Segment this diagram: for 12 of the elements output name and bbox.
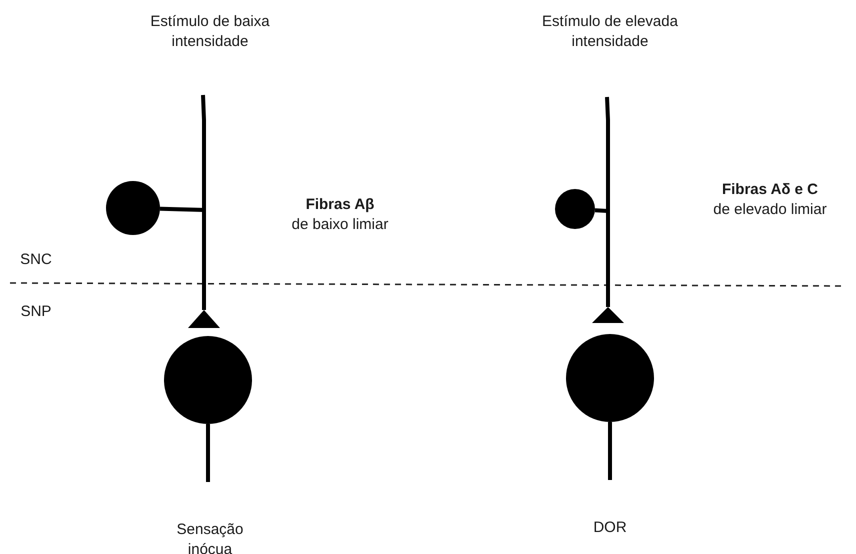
nerve-fiber xyxy=(608,422,612,480)
cell-body xyxy=(555,189,595,229)
stimulus-label: Estímulo de baixa intensidade xyxy=(149,12,271,52)
outcome-label: Sensação inócua xyxy=(176,520,244,554)
region-label: SNP xyxy=(20,302,52,322)
outcome-label: DOR xyxy=(592,518,628,538)
fiber-label: Fibras Aβ de baixo limiar xyxy=(290,195,390,235)
fiber-label: Fibras Aδ e C de elevado limiar xyxy=(712,180,828,220)
region-label: SNC xyxy=(19,250,53,270)
cell-body xyxy=(106,181,160,235)
stimulus-label: Estímulo de elevada intensidade xyxy=(541,12,679,52)
nerve-fiber xyxy=(206,424,210,482)
